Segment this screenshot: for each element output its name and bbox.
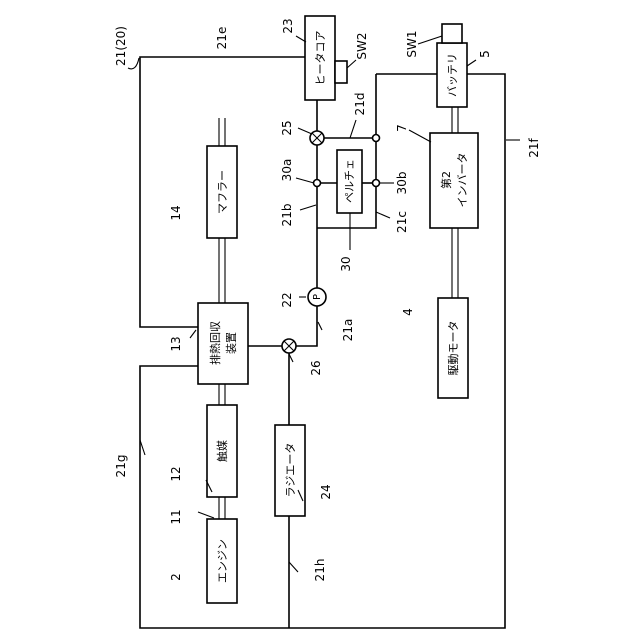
pipe-label-21g: 21g [114, 455, 128, 478]
ref-engine: 2 [169, 573, 183, 581]
ref-sw1: SW1 [405, 30, 419, 57]
battery-text: バッテリ [446, 53, 459, 97]
junction-21d [373, 135, 380, 142]
peltier-text: ペルチェ [343, 159, 356, 203]
junction-30b [373, 180, 380, 187]
pipe-21a [296, 306, 317, 346]
ref-heater-core: 23 [281, 18, 295, 33]
pump-text: P [312, 294, 323, 300]
ref-motor: 4 [401, 308, 415, 316]
inverter-text-2: インバータ [456, 153, 469, 208]
pipe-label-21b: 21b [280, 204, 294, 227]
pipe-label-21e: 21e [215, 27, 229, 50]
pipe-label-21d: 21d [353, 93, 367, 116]
pipe-label-21c: 21c [395, 211, 409, 233]
heater-core-text: ヒータコア [314, 31, 327, 86]
catalyst-text: 触媒 [215, 440, 229, 462]
ref-11: 11 [169, 509, 183, 524]
system-label: 21(20) [114, 26, 128, 66]
ref-muffler: 14 [169, 205, 183, 220]
pipe-label-21f: 21f [527, 137, 541, 157]
valve-25 [310, 131, 324, 145]
ref-radiator: 24 [319, 484, 333, 499]
heat-recovery-text-1: 排熱回収 [208, 321, 222, 365]
ref-battery: 5 [478, 50, 492, 58]
ref-peltier-a: 30a [280, 159, 294, 182]
pipe-label-21h: 21h [313, 559, 327, 582]
ref-catalyst: 12 [169, 466, 183, 481]
ref-heat-recovery: 13 [169, 336, 183, 351]
ref-inverter: 7 [395, 124, 409, 132]
ref-valve-26: 26 [309, 360, 323, 375]
engine-text: エンジン [216, 539, 229, 583]
pipe-label-21a: 21a [341, 319, 355, 342]
heat-recovery-box [198, 303, 248, 384]
inverter-box [430, 133, 478, 228]
heat-recovery-text-2: 装置 [225, 332, 238, 354]
ref-sw2: SW2 [355, 32, 369, 59]
sw1-box [442, 24, 462, 43]
motor-text: 駆動モータ [446, 321, 460, 376]
junction-30a [314, 180, 321, 187]
ref-pump: 22 [280, 292, 294, 307]
ref-peltier-b: 30b [395, 172, 409, 195]
radiator-text: ラジエータ [284, 443, 297, 498]
inverter-text-1: 第2 [439, 171, 453, 189]
sw2-box [335, 61, 347, 83]
muffler-text: マフラー [216, 170, 229, 214]
ref-valve-25: 25 [280, 120, 294, 135]
ref-peltier: 30 [339, 256, 353, 271]
valve-26 [282, 339, 296, 353]
